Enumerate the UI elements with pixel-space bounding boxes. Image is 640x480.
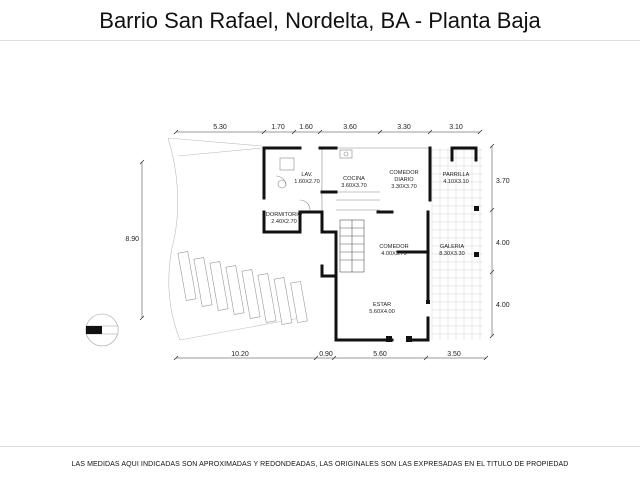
dim-bottom-4: 3.50 [447,351,461,358]
columns [386,206,479,342]
room-cocina-size: 3.60X3.70 [341,183,367,189]
dim-top-5: 3.30 [397,124,411,131]
terrain-lines [167,137,301,341]
dim-bottom-1: 10.20 [231,351,249,358]
disclaimer-text: LAS MEDIDAS AQUI INDICADAS SON APROXIMAD… [71,461,569,468]
room-lav-name: LAV. [301,172,313,178]
stairs [339,219,365,273]
dimension-lines [141,131,493,359]
dim-top-6: 3.10 [449,124,463,131]
room-estar-name: ESTAR [373,302,391,308]
title-divider [0,40,640,41]
room-dormitorio-size: 2.40X2.70 [271,219,297,225]
north-arrow-icon [85,313,119,347]
dim-right-1: 3.70 [496,178,510,185]
page-title: Barrio San Rafael, Nordelta, BA - Planta… [99,8,541,33]
room-dormitorio-name: DORMITORIO [266,212,303,218]
room-lav-size: 1.60X2.70 [294,179,320,185]
room-parrilla-size: 4.10X3.10 [443,179,469,185]
garden-pavers [177,251,308,325]
room-comedor-size: 4.00X3.70 [381,251,407,257]
room-galeria-name: GALERIA [440,244,465,250]
room-comedor-name: COMEDOR [379,244,408,250]
room-estar-size: 5.60X4.00 [369,309,395,315]
dim-top-1: 5.30 [213,124,227,131]
galeria-tiles [431,148,482,340]
room-galeria-size: 8.30X3.30 [439,251,465,257]
dim-left-1: 8.90 [125,236,139,243]
dim-right-3: 4.00 [496,302,510,309]
dim-top-3: 1.60 [299,124,313,131]
interior-partitions [275,147,430,212]
dim-bottom-3: 5.60 [373,351,387,358]
exterior-walls [262,146,478,342]
footer-divider [0,446,640,447]
dim-right-2: 4.00 [496,240,510,247]
dim-top-2: 1.70 [271,124,285,131]
room-parrilla-name: PARRILLA [443,172,470,178]
room-cocina-name: COCINA [343,176,365,182]
room-comedor-diario-size: 3.30X3.70 [391,184,417,190]
dim-bottom-2: 0.90 [319,351,333,358]
dim-top-4: 3.60 [343,124,357,131]
dimension-ticks [139,129,495,361]
